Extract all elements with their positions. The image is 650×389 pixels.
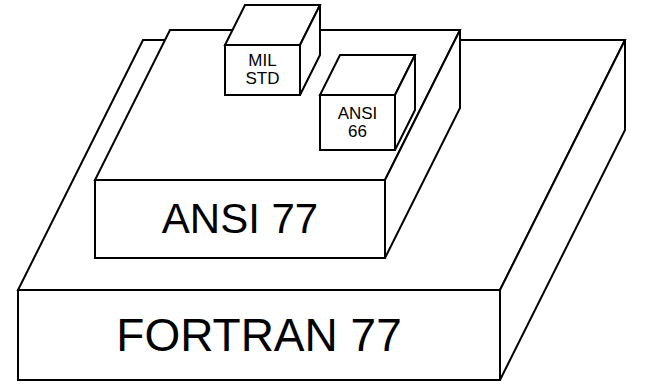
- slab-box: MIL STD ANSI 66 ANSI 77 FORTRAN 77: [18, 40, 625, 380]
- slab-face: [395, 55, 415, 150]
- slab-front-face: ANSI 66: [320, 95, 395, 150]
- slab-face: [95, 180, 385, 258]
- slab-face: [300, 5, 320, 95]
- slab-face: [500, 40, 625, 380]
- slab-box: MIL STD: [225, 5, 320, 95]
- slab-front-face: FORTRAN 77: [18, 290, 500, 380]
- slab-face: [320, 95, 395, 150]
- box-label: ANSI 66: [338, 105, 378, 141]
- slab-front-face: ANSI 77: [95, 180, 385, 258]
- slab-face: [225, 45, 300, 95]
- slab-box: MIL STD ANSI 66 ANSI 77: [95, 30, 460, 258]
- slab-outline: [320, 55, 415, 150]
- slab-box: ANSI 66: [320, 55, 415, 150]
- box-label: FORTRAN 77: [116, 310, 401, 361]
- box-label: MIL STD: [246, 52, 280, 88]
- box-label: ANSI 77: [162, 196, 318, 242]
- slab-face: [18, 290, 500, 380]
- slab-front-face: MIL STD: [225, 45, 300, 95]
